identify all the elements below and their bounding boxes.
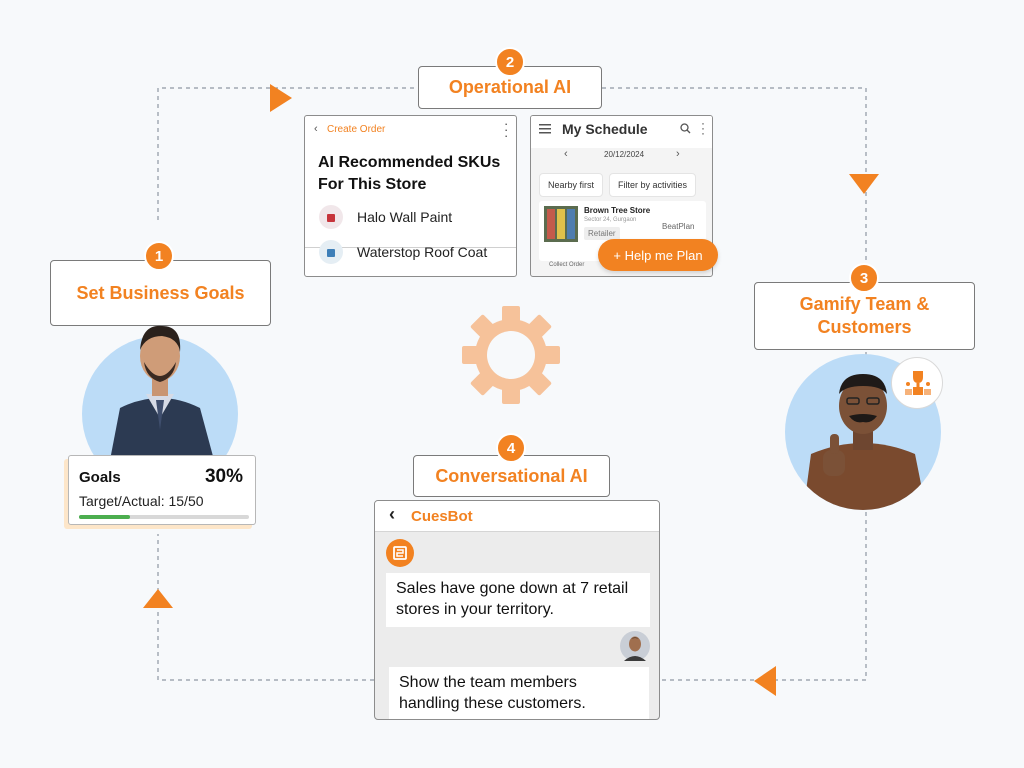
step-3-number: 3 bbox=[849, 263, 879, 293]
businessman-avatar bbox=[82, 325, 238, 460]
step-2-number: 2 bbox=[495, 47, 525, 77]
goals-progress-track bbox=[79, 515, 249, 519]
next-date-chevron-icon[interactable]: › bbox=[676, 148, 680, 160]
schedule-date: 20/12/2024 bbox=[604, 150, 645, 159]
kebab-icon[interactable]: ··· bbox=[701, 116, 705, 140]
bot-message: Sales have gone down at 7 retail stores … bbox=[386, 573, 650, 627]
store-tag: Retailer bbox=[584, 227, 620, 240]
goals-percent: 30% bbox=[204, 466, 243, 487]
cuesbot-chat: ‹ CuesBot Sales have gone down at 7 reta… bbox=[374, 500, 660, 720]
trophy-badge bbox=[891, 357, 943, 409]
goals-label: Goals bbox=[79, 469, 121, 486]
kebab-icon[interactable]: ··· bbox=[504, 116, 509, 143]
goals-card: Goals 30% Target/Actual: 15/50 bbox=[68, 455, 256, 525]
search-icon[interactable] bbox=[680, 123, 691, 134]
sku-heading: AI Recommended SKUs For This Store bbox=[318, 154, 501, 193]
filter-activities[interactable]: Filter by activities bbox=[609, 173, 697, 197]
sku-item[interactable]: Waterstop Roof Coat bbox=[319, 240, 487, 264]
schedule-title: My Schedule bbox=[562, 121, 648, 137]
back-chevron-icon[interactable]: ‹ bbox=[389, 504, 395, 524]
divider bbox=[305, 247, 516, 248]
user-message: Show the team members handling these cus… bbox=[389, 667, 649, 719]
bot-logo-icon bbox=[386, 539, 414, 567]
sku-item[interactable]: Halo Wall Paint bbox=[319, 205, 452, 229]
back-chevron-icon[interactable]: ‹ bbox=[314, 123, 318, 135]
arrow-down bbox=[849, 174, 879, 194]
paint-bucket-icon bbox=[319, 205, 343, 229]
help-me-plan-button[interactable]: + Help me Plan bbox=[598, 239, 718, 271]
step-1-text: Set Business Goals bbox=[76, 282, 245, 303]
step-1-number: 1 bbox=[144, 241, 174, 271]
gear-icon bbox=[462, 306, 560, 404]
arrow-up bbox=[143, 589, 173, 608]
create-order-card: ‹ Create Order ··· AI Recommended SKUs F… bbox=[304, 115, 517, 277]
arrow-left bbox=[754, 666, 776, 696]
store-photo bbox=[544, 206, 578, 242]
menu-icon[interactable] bbox=[539, 124, 551, 134]
user-avatar bbox=[620, 631, 650, 661]
step-4-text: Conversational AI bbox=[435, 465, 588, 486]
step-1-label: Set Business Goals bbox=[50, 260, 271, 326]
store-name: Brown Tree Store bbox=[584, 206, 651, 215]
beat-tag: BeatPlan bbox=[662, 222, 695, 231]
goals-target: Target/Actual: 15/50 bbox=[79, 493, 204, 509]
step-2-text: Operational AI bbox=[448, 77, 572, 97]
goals-progress-fill bbox=[79, 515, 130, 519]
arrow-right bbox=[270, 84, 292, 112]
paint-bucket-icon bbox=[319, 240, 343, 264]
sku-item-label: Waterstop Roof Coat bbox=[357, 244, 488, 260]
schedule-header bbox=[531, 116, 712, 148]
loop-path bbox=[157, 87, 867, 681]
step-3-text: Gamify Team & Customers bbox=[799, 294, 930, 337]
collect-order-action[interactable]: Collect Order bbox=[549, 262, 585, 268]
filter-nearby[interactable]: Nearby first bbox=[539, 173, 604, 197]
sku-item-label: Halo Wall Paint bbox=[357, 209, 453, 225]
store-address: Sector 24, Gurgaon bbox=[584, 217, 637, 223]
prev-date-chevron-icon[interactable]: ‹ bbox=[564, 148, 568, 160]
chat-header bbox=[375, 501, 659, 532]
step-3-label: Gamify Team & Customers bbox=[754, 282, 975, 350]
chat-title: CuesBot bbox=[411, 508, 473, 525]
step-4-number: 4 bbox=[496, 433, 526, 463]
create-order-title: Create Order bbox=[327, 124, 386, 135]
trophy-icon bbox=[905, 371, 931, 395]
